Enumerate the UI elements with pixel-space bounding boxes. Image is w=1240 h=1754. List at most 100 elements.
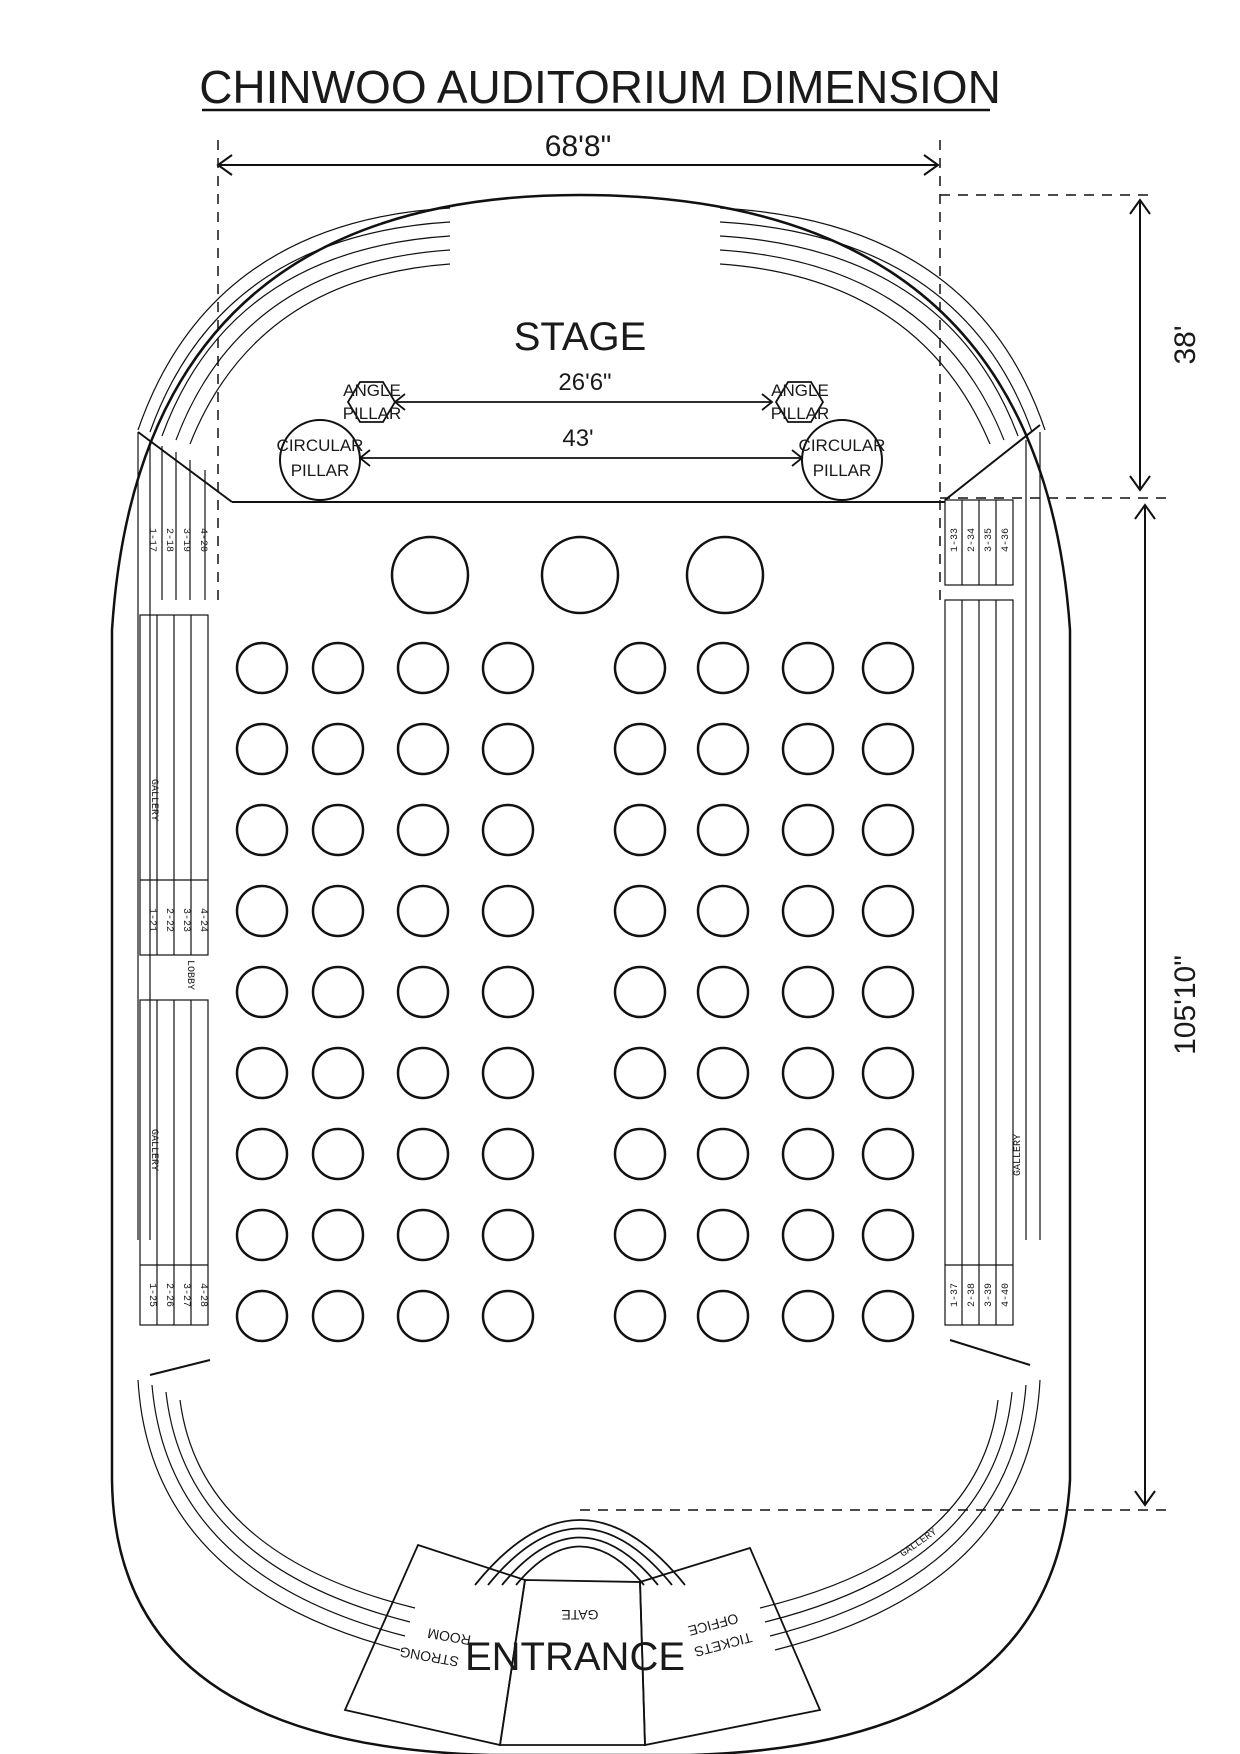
table-left bbox=[235, 803, 289, 857]
table-right bbox=[696, 1208, 750, 1262]
svg-text:26'6": 26'6" bbox=[558, 369, 611, 396]
table-right bbox=[781, 884, 835, 938]
entrance-block: GATE STRONG ROOM TICKETS OFFICE bbox=[343, 1519, 822, 1747]
circular-pillar-right: CIRCULAR PILLAR bbox=[799, 419, 886, 501]
svg-text:LOBBY: LOBBY bbox=[184, 960, 195, 990]
table-left bbox=[311, 1208, 365, 1262]
front-table bbox=[540, 535, 620, 615]
svg-text:4-40: 4-40 bbox=[1001, 1283, 1012, 1307]
svg-text:4-28: 4-28 bbox=[197, 1283, 208, 1307]
table-right bbox=[613, 722, 667, 776]
svg-text:GALLERY: GALLERY bbox=[148, 779, 159, 821]
table-right bbox=[781, 641, 835, 695]
svg-text:2-26: 2-26 bbox=[163, 1283, 174, 1307]
table-left bbox=[311, 884, 365, 938]
table-right bbox=[781, 1127, 835, 1181]
table-right bbox=[696, 803, 750, 857]
svg-text:1-21: 1-21 bbox=[146, 908, 157, 932]
table-left bbox=[235, 1289, 289, 1343]
svg-text:4-20: 4-20 bbox=[197, 528, 208, 552]
table-left bbox=[481, 641, 535, 695]
table-left bbox=[481, 1289, 535, 1343]
table-right bbox=[696, 965, 750, 1019]
angle-pillar-left: ANGLE PILLAR bbox=[343, 381, 402, 423]
table-left bbox=[235, 1208, 289, 1262]
svg-text:ANGLE: ANGLE bbox=[343, 381, 401, 400]
table-left bbox=[311, 1046, 365, 1100]
table-right bbox=[781, 803, 835, 857]
table-left bbox=[235, 884, 289, 938]
width-dimension: 68'8" bbox=[216, 130, 941, 600]
svg-text:GALLERY: GALLERY bbox=[148, 1129, 159, 1171]
entrance-label: ENTRANCE bbox=[465, 1635, 685, 1679]
table-left bbox=[311, 722, 365, 776]
table-right bbox=[861, 722, 915, 776]
table-right bbox=[613, 1289, 667, 1343]
svg-text:PILLAR: PILLAR bbox=[813, 461, 872, 480]
table-right bbox=[781, 1046, 835, 1100]
width-label: 68'8" bbox=[545, 130, 611, 163]
svg-text:GATE: GATE bbox=[561, 1607, 598, 1623]
svg-text:CIRCULAR: CIRCULAR bbox=[799, 436, 886, 455]
table-right bbox=[613, 1127, 667, 1181]
table-right bbox=[696, 1046, 750, 1100]
table-right bbox=[861, 641, 915, 695]
angle-pillar-span: 26'6" bbox=[393, 369, 774, 411]
svg-text:1-33: 1-33 bbox=[950, 528, 961, 552]
left-gallery: GALLERY LOBBY GALLERY 1-17 2-18 3-19 4-2… bbox=[137, 432, 209, 1326]
table-left bbox=[481, 1208, 535, 1262]
svg-text:2-22: 2-22 bbox=[163, 908, 174, 932]
table-right bbox=[781, 1289, 835, 1343]
table-left bbox=[311, 641, 365, 695]
svg-text:4-24: 4-24 bbox=[197, 908, 208, 932]
svg-text:GALLERY: GALLERY bbox=[1013, 1134, 1024, 1176]
table-right bbox=[861, 884, 915, 938]
svg-text:2-34: 2-34 bbox=[967, 528, 978, 552]
svg-text:PILLAR: PILLAR bbox=[343, 404, 402, 423]
front-table bbox=[685, 535, 765, 615]
svg-text:4-36: 4-36 bbox=[1001, 528, 1012, 552]
table-right bbox=[696, 1127, 750, 1181]
tables-layout bbox=[235, 535, 915, 1343]
svg-text:3-39: 3-39 bbox=[984, 1283, 995, 1307]
table-left bbox=[481, 722, 535, 776]
table-left bbox=[396, 641, 450, 695]
svg-text:ROOM: ROOM bbox=[426, 1625, 472, 1648]
circular-pillar-span: 43' bbox=[358, 425, 804, 467]
table-left bbox=[396, 803, 450, 857]
svg-text:3-23: 3-23 bbox=[180, 908, 191, 932]
table-left bbox=[396, 1127, 450, 1181]
table-left bbox=[311, 965, 365, 1019]
table-left bbox=[481, 884, 535, 938]
svg-text:3-35: 3-35 bbox=[984, 528, 995, 552]
svg-text:1-17: 1-17 bbox=[146, 528, 157, 552]
svg-text:43': 43' bbox=[562, 425, 593, 452]
table-left bbox=[396, 1208, 450, 1262]
table-left bbox=[396, 1046, 450, 1100]
table-left bbox=[481, 803, 535, 857]
table-left bbox=[481, 965, 535, 1019]
table-left bbox=[235, 641, 289, 695]
table-right bbox=[861, 1208, 915, 1262]
table-right bbox=[613, 641, 667, 695]
svg-text:1-37: 1-37 bbox=[950, 1283, 961, 1307]
stage-label: STAGE bbox=[514, 315, 647, 359]
table-left bbox=[396, 1289, 450, 1343]
bottom-gallery-tiers: GALLERY bbox=[137, 1339, 1041, 1651]
table-right bbox=[861, 965, 915, 1019]
svg-text:CIRCULAR: CIRCULAR bbox=[277, 436, 364, 455]
table-right bbox=[613, 1046, 667, 1100]
svg-text:STRONG: STRONG bbox=[398, 1644, 460, 1670]
table-right bbox=[696, 884, 750, 938]
table-left bbox=[481, 1127, 535, 1181]
table-right bbox=[613, 884, 667, 938]
svg-text:PILLAR: PILLAR bbox=[291, 461, 350, 480]
table-right bbox=[781, 965, 835, 1019]
hall-depth-dimension: 105'10" bbox=[580, 503, 1202, 1511]
table-right bbox=[613, 1208, 667, 1262]
table-right bbox=[613, 803, 667, 857]
table-right bbox=[861, 1289, 915, 1343]
table-right bbox=[696, 641, 750, 695]
table-left bbox=[235, 1046, 289, 1100]
